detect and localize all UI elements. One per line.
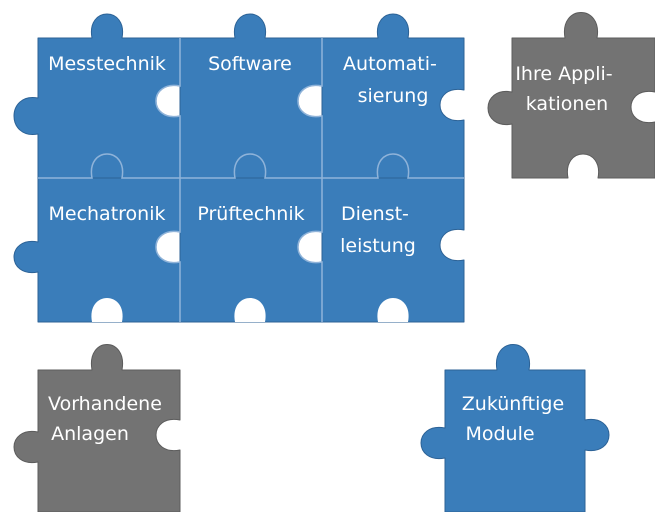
seam-v2-top: [297, 38, 323, 178]
blank-bottom-1: [91, 298, 123, 322]
piece-mechatronik-label: Mechatronik: [48, 203, 165, 225]
piece-automatisierung-line-2: sierung: [358, 85, 429, 107]
piece-dienstleistung-line-2: leistung: [340, 235, 416, 257]
piece-software-label: Software: [208, 53, 292, 75]
piece-anlagen-shape: [13, 344, 181, 512]
grid-seams: [38, 38, 464, 322]
piece-applikationen-label: Ihre Appli- kationen: [515, 63, 618, 115]
piece-mechatronik: Mechatronik: [13, 177, 181, 323]
piece-messtechnik: Messtechnik: [13, 13, 181, 179]
piece-anlagen: Vorhandene Anlagen: [13, 344, 181, 512]
seam-v2-bottom: [297, 178, 323, 322]
piece-module-line-2: Module: [465, 423, 534, 445]
piece-prueftechnik-line-1: Prüftechnik: [197, 203, 304, 225]
piece-anlagen-line-1: Vorhandene: [48, 393, 162, 415]
piece-applikationen-shape: [487, 12, 655, 179]
seam-v1-top: [155, 38, 181, 178]
piece-applikationen-line-1: Ihre Appli-: [515, 63, 612, 85]
piece-messtechnik-label: Messtechnik: [48, 53, 166, 75]
piece-dienstleistung-line-1: Dienst-: [341, 203, 409, 225]
piece-anlagen-label: Vorhandene Anlagen: [48, 393, 168, 445]
piece-automatisierung: Automati- sierung: [321, 13, 465, 179]
blank-bottom-2: [234, 298, 266, 322]
piece-applikationen: Ihre Appli- kationen: [487, 12, 655, 179]
grid-bottom-blanks: [91, 298, 409, 322]
piece-automatisierung-shape: [321, 13, 465, 179]
piece-dienstleistung-label: Dienst- leistung: [340, 203, 416, 257]
piece-automatisierung-line-1: Automati-: [343, 53, 437, 75]
piece-module-shape: [420, 344, 610, 512]
seam-v1-bottom: [155, 178, 181, 322]
piece-dienstleistung-shape: [321, 177, 465, 323]
seam-h1: [38, 153, 180, 179]
seam-h2: [180, 153, 322, 179]
piece-mechatronik-shape: [13, 177, 181, 323]
piece-anlagen-line-2: Anlagen: [51, 423, 129, 445]
piece-software-line-1: Software: [208, 53, 292, 75]
piece-module-label: Zukünftige Module: [462, 393, 570, 445]
piece-prueftechnik-label: Prüftechnik: [197, 203, 304, 225]
piece-applikationen-line-2: kationen: [526, 93, 608, 115]
piece-mechatronik-line-1: Mechatronik: [48, 203, 165, 225]
seam-h3: [322, 153, 464, 179]
piece-module-line-1: Zukünftige: [462, 393, 564, 415]
blank-bottom-3: [377, 298, 409, 322]
piece-automatisierung-label: Automati- sierung: [343, 53, 443, 107]
piece-messtechnik-line-1: Messtechnik: [48, 53, 166, 75]
piece-dienstleistung: Dienst- leistung: [321, 177, 465, 323]
piece-messtechnik-shape: [13, 13, 181, 179]
piece-module: Zukünftige Module: [420, 344, 610, 512]
